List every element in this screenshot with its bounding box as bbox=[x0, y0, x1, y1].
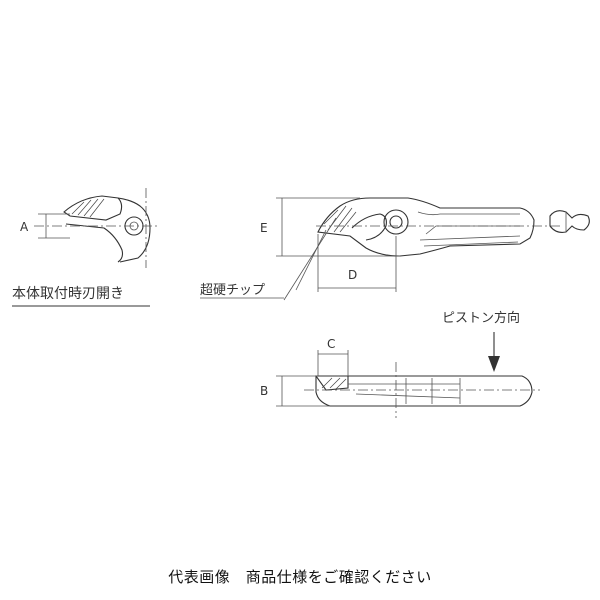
pivot-inner bbox=[389, 215, 403, 229]
side-tip-hatch bbox=[323, 205, 357, 233]
side-profile-view: E D 超硬チップ bbox=[200, 197, 560, 301]
dim-c-label: C bbox=[327, 337, 335, 351]
jaw-opening-view: A 本体取付時刃開き bbox=[12, 188, 160, 307]
dim-b-label: B bbox=[260, 384, 268, 398]
pin-part bbox=[549, 210, 590, 233]
arrow-down-icon bbox=[488, 356, 500, 372]
piston-direction-label: ピストン方向 bbox=[442, 310, 520, 326]
pivot-outer bbox=[383, 209, 409, 235]
dim-e-label: E bbox=[260, 221, 268, 235]
caption: 代表画像 商品仕様をご確認ください bbox=[168, 568, 432, 586]
dim-d-label: D bbox=[348, 268, 357, 282]
dim-a-label: A bbox=[20, 220, 29, 234]
carbide-tip-hatch bbox=[71, 198, 105, 218]
top-profile-view: B C ピストン方向 bbox=[260, 310, 540, 418]
top-tip-hatch bbox=[321, 377, 347, 390]
jaw-opening-label: 本体取付時刃開き bbox=[12, 286, 124, 302]
carbide-tip-label: 超硬チップ bbox=[200, 283, 265, 298]
